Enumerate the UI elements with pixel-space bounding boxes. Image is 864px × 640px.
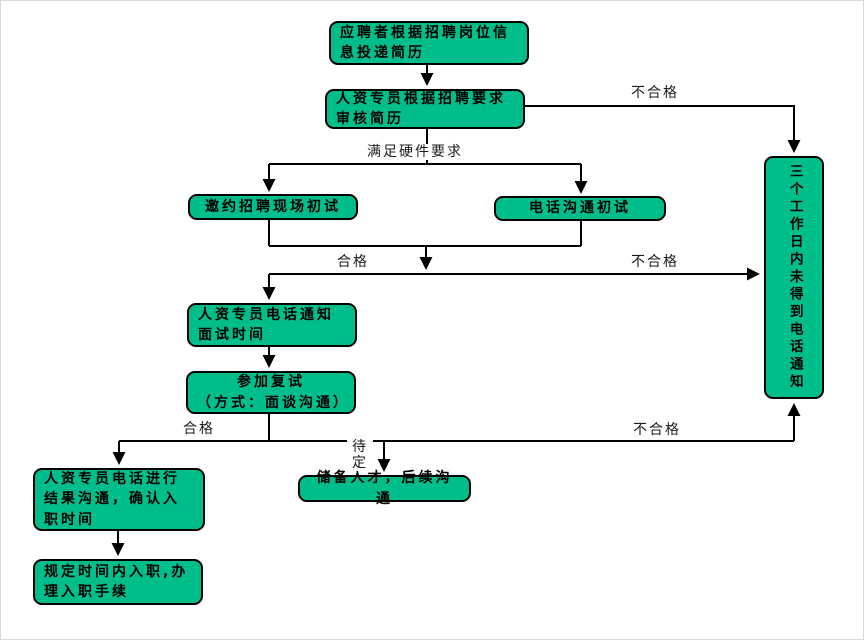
node-reserve-talent: 储备人才，后续沟通 (298, 470, 471, 507)
node-second-interview-line1: 参加复试 (237, 374, 305, 391)
label-unqualified-mid: 不合格 (629, 254, 681, 270)
node-notify-interview-time-line2: 面试时间 (198, 327, 266, 343)
node-no-phone-notice: 三个工作日内未得到电话通知 (764, 156, 824, 399)
node-phone-first-interview-text: 电话沟通初试 (529, 200, 631, 217)
node-reserve-talent-text: 储备人才，后续沟通 (316, 470, 453, 507)
label-qualified-bottom: 合格 (181, 421, 217, 437)
label-qualified-mid: 合格 (335, 254, 371, 270)
label-unqualified-top: 不合格 (629, 85, 681, 101)
node-apply-resume: 应聘者根据招聘岗位信 息投递简历 (329, 21, 529, 65)
node-phone-first-interview: 电话沟通初试 (494, 196, 666, 221)
node-onboarding-text: 规定时间内入职,办 理入职手续 (44, 562, 188, 603)
label-pending: 待 定 (347, 439, 373, 471)
label-unqualified-bottom: 不合格 (631, 422, 683, 438)
node-onboarding-line2: 理入职手续 (44, 584, 129, 600)
label-meets-requirements: 满足硬件要求 (365, 144, 465, 160)
node-onboarding: 规定时间内入职,办 理入职手续 (33, 559, 203, 605)
node-notify-interview-time-text: 人资专员电话通知 面试时间 (198, 305, 334, 346)
node-result-communication-line1: 人资专员电话进行 (44, 471, 180, 488)
node-result-communication-line2: 结果沟通，确认入 (44, 491, 180, 508)
node-review-resume-text: 人资专员根据招聘要求 审核简历 (336, 89, 506, 130)
node-onsite-first-interview-text: 邀约招聘现场初试 (205, 198, 341, 215)
node-apply-resume-line1: 应聘者根据招聘岗位信 (340, 24, 510, 41)
node-result-communication-line3: 职时间 (44, 511, 95, 528)
node-second-interview-line2: （方式：面谈沟通） (197, 394, 350, 411)
node-review-resume-line1: 人资专员根据招聘要求 (336, 90, 506, 107)
node-review-resume-line2: 审核简历 (336, 111, 404, 127)
node-review-resume: 人资专员根据招聘要求 审核简历 (325, 89, 525, 129)
node-notify-interview-time: 人资专员电话通知 面试时间 (187, 303, 357, 347)
node-notify-interview-time-line1: 人资专员电话通知 (198, 306, 334, 323)
edge-review-to-nocall-top (525, 105, 801, 153)
node-onboarding-line1: 规定时间内入职,办 (44, 563, 189, 580)
node-no-phone-notice-text: 三个工作日内未得到电话通知 (786, 163, 803, 392)
node-result-communication-text: 人资专员电话进行 结果沟通，确认入 职时间 (44, 469, 180, 530)
node-apply-resume-line2: 息投递简历 (340, 45, 425, 61)
node-result-communication: 人资专员电话进行 结果沟通，确认入 职时间 (33, 468, 205, 531)
node-second-interview-text: 参加复试 （方式：面谈沟通） (197, 372, 350, 413)
node-apply-resume-text: 应聘者根据招聘岗位信 息投递简历 (340, 23, 510, 64)
node-second-interview: 参加复试 （方式：面谈沟通） (186, 371, 356, 414)
node-onsite-first-interview: 邀约招聘现场初试 (188, 194, 358, 220)
